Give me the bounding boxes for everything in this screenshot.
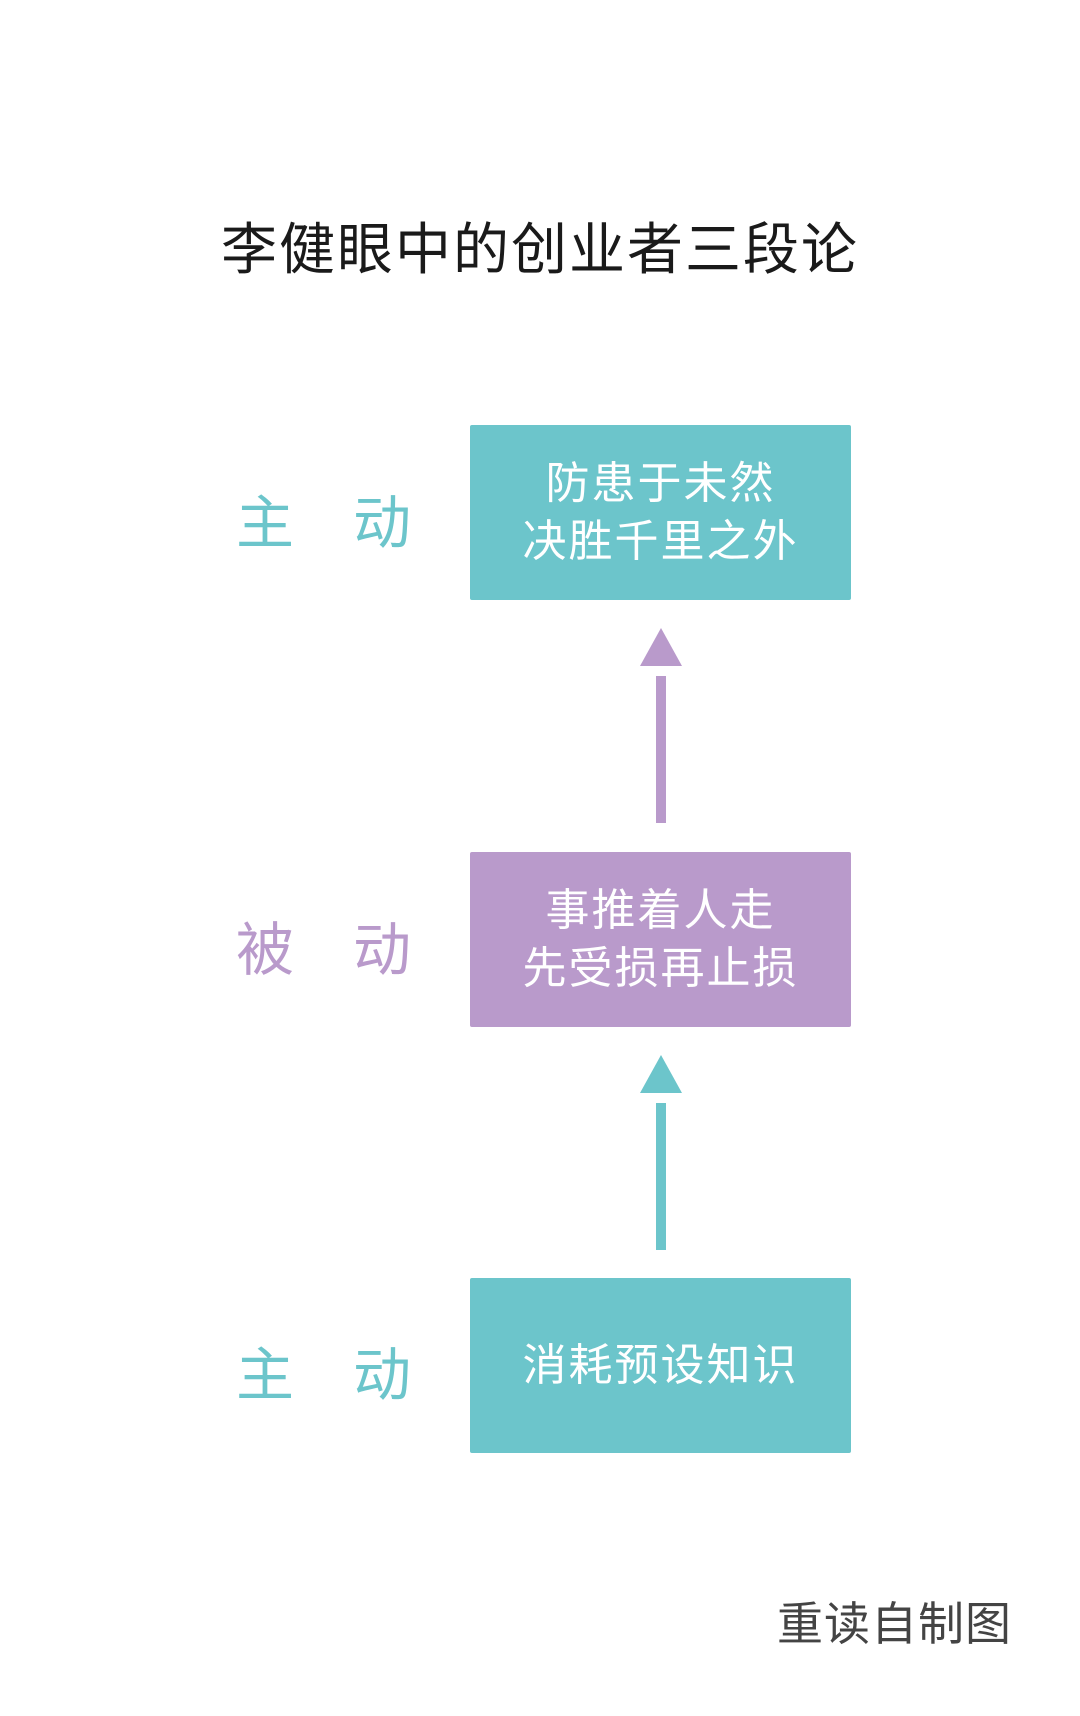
image-credit: 重读自制图 — [777, 1597, 1012, 1651]
stage-2-box: 事推着人走 先受损再止损 — [470, 852, 851, 1027]
arrow-head — [640, 628, 682, 666]
stage-1-side-label-char-1: 主 — [236, 489, 295, 557]
arrow-up-stage-3-to-2 — [640, 1055, 682, 1250]
stage-2-side-label: 被 动 — [236, 903, 411, 987]
arrow-head — [640, 1055, 682, 1093]
arrow-shaft — [656, 676, 666, 823]
stage-2-side-label-char-1: 被 — [236, 916, 295, 984]
stage-2-side-label-char-2: 动 — [352, 916, 411, 984]
stage-1-side-label: 主 动 — [236, 476, 411, 560]
arrow-shaft — [656, 1103, 666, 1250]
stage-1-box: 防患于未然 决胜千里之外 — [470, 425, 851, 600]
stage-1-line-2: 决胜千里之外 — [522, 515, 799, 567]
stage-3-side-label-char-1: 主 — [236, 1341, 295, 1409]
stage-3-box: 消耗预设知识 — [470, 1278, 851, 1453]
arrow-up-stage-2-to-1 — [640, 628, 682, 823]
stage-3-line-1: 消耗预设知识 — [522, 1339, 799, 1391]
stage-1-side-label-char-2: 动 — [352, 489, 411, 557]
stage-3-side-label: 主 动 — [236, 1328, 411, 1412]
stage-3-side-label-char-2: 动 — [352, 1341, 411, 1409]
stage-1-line-1: 防患于未然 — [545, 457, 776, 509]
stage-2-line-2: 先受损再止损 — [522, 942, 799, 994]
diagram-title: 李健眼中的创业者三段论 — [221, 218, 859, 283]
stage-2-line-1: 事推着人走 — [545, 884, 776, 936]
